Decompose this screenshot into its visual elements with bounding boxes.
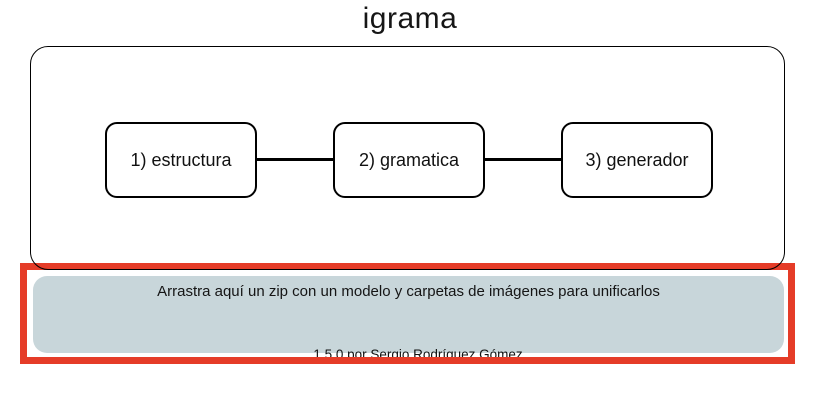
step-button-estructura[interactable]: 1) estructura <box>105 122 257 198</box>
connector-line-2 <box>485 158 562 161</box>
step-button-gramatica[interactable]: 2) gramatica <box>333 122 485 198</box>
dropzone-instruction: Arrastra aquí un zip con un modelo y car… <box>157 283 660 300</box>
version-text: 1.5.0 por Sergio Rodríguez Gómez <box>313 347 523 362</box>
step-button-generador[interactable]: 3) generador <box>561 122 713 198</box>
unify-dropzone[interactable]: Arrastra aquí un zip con un modelo y car… <box>33 276 784 353</box>
step-label-gramatica: 2) gramatica <box>358 149 460 170</box>
step-label-generador: 3) generador <box>585 149 689 170</box>
connector-line-1 <box>257 158 334 161</box>
page-title: igrama <box>362 2 458 35</box>
step-label-estructura: 1) estructura <box>130 149 232 170</box>
